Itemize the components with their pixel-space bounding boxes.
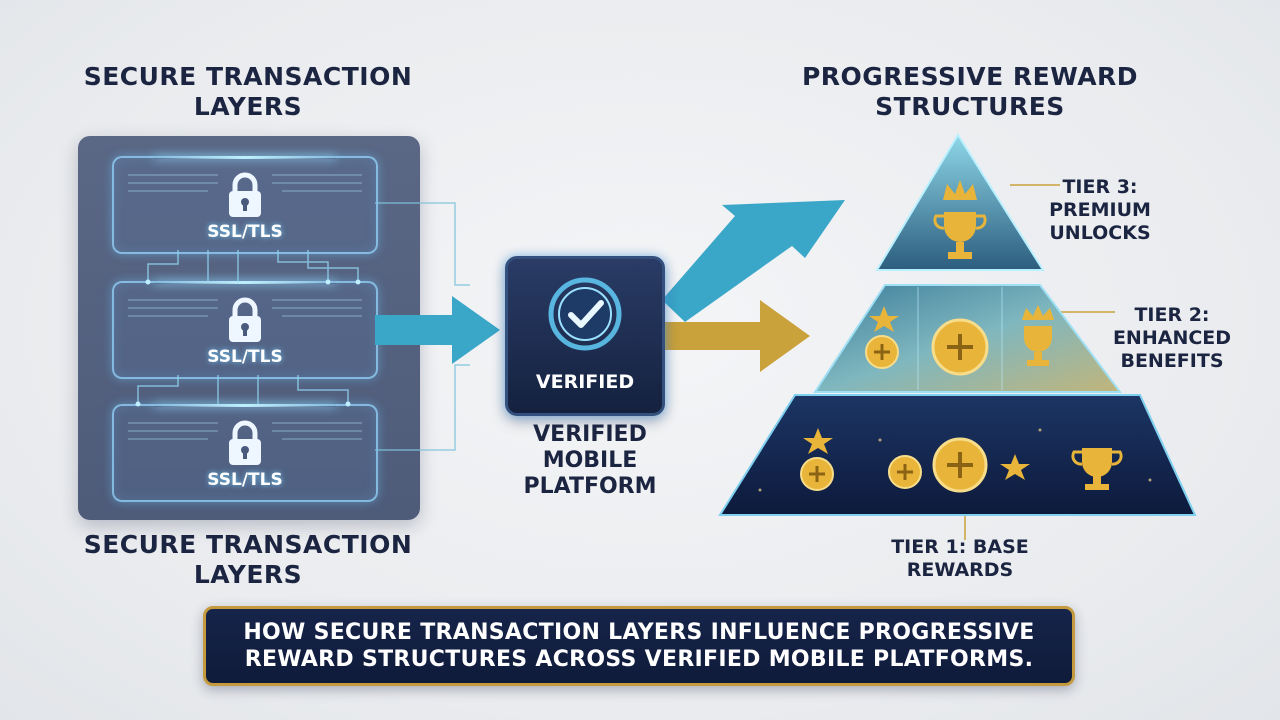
caption-banner: HOW SECURE TRANSACTION LAYERS INFLUENCE …: [203, 606, 1075, 686]
tier-1-label: TIER 1: BASE REWARDS: [891, 536, 1029, 581]
reward-structures-title: PROGRESSIVE REWARD STRUCTURES: [801, 62, 1139, 121]
gold-star-icon: [1000, 454, 1030, 480]
tier-3-label: TIER 3: PREMIUM UNLOCKS: [1049, 176, 1151, 244]
coin-icon: [932, 437, 988, 493]
verified-badge-label: VERIFIED: [535, 371, 635, 393]
tier-2-label: TIER 2: ENHANCED BENEFITS: [1112, 304, 1232, 372]
crown-icon: [943, 180, 977, 200]
crown-icon: [1022, 305, 1054, 320]
padlock-icon: [229, 297, 261, 342]
padlock-icon: [229, 172, 261, 217]
secure-layers-title-top: SECURE TRANSACTION LAYERS: [83, 62, 413, 121]
checkmark-icon: [548, 277, 622, 351]
coin-icon: [888, 455, 922, 489]
tier-2-layer: [813, 284, 1122, 393]
gold-arrow-to-tier2: [662, 300, 810, 372]
ssl-tls-label: SSL/TLS: [207, 222, 283, 242]
gold-star-icon: [803, 428, 833, 454]
verified-platform-label: VERIFIED MOBILE PLATFORM: [523, 422, 657, 499]
ssl-layer-card-2: SSL/TLS: [112, 281, 378, 379]
tier-3-layer: [875, 133, 1045, 271]
binary-pattern: [128, 422, 362, 440]
ssl-tls-label: SSL/TLS: [207, 470, 283, 490]
cyan-arrow-to-platform: [375, 296, 500, 364]
padlock-icon: [229, 420, 261, 465]
gold-star-icon: [869, 306, 899, 332]
ssl-layer-card-1: SSL/TLS: [112, 156, 378, 254]
tier-1-layer: [718, 394, 1197, 516]
ssl-layer-card-3: SSL/TLS: [112, 404, 378, 502]
trophy-icon: [1024, 326, 1052, 366]
cyan-arrow-to-tier3: [662, 200, 845, 322]
verified-badge: VERIFIED: [505, 256, 665, 416]
coin-icon: [865, 335, 899, 369]
circuit-traces: [135, 250, 361, 407]
trophy-icon: [1071, 448, 1123, 490]
secure-layers-title-bottom: SECURE TRANSACTION LAYERS: [83, 530, 413, 589]
secure-layers-panel: SSL/TLS SSL/TLS: [78, 136, 420, 520]
ssl-tls-label: SSL/TLS: [207, 347, 283, 367]
coin-icon: [800, 457, 834, 491]
binary-pattern: [128, 299, 362, 317]
caption-text: HOW SECURE TRANSACTION LAYERS INFLUENCE …: [243, 620, 1035, 672]
trophy-icon: [933, 212, 987, 259]
coin-icon: [931, 318, 989, 376]
binary-pattern: [128, 174, 362, 192]
